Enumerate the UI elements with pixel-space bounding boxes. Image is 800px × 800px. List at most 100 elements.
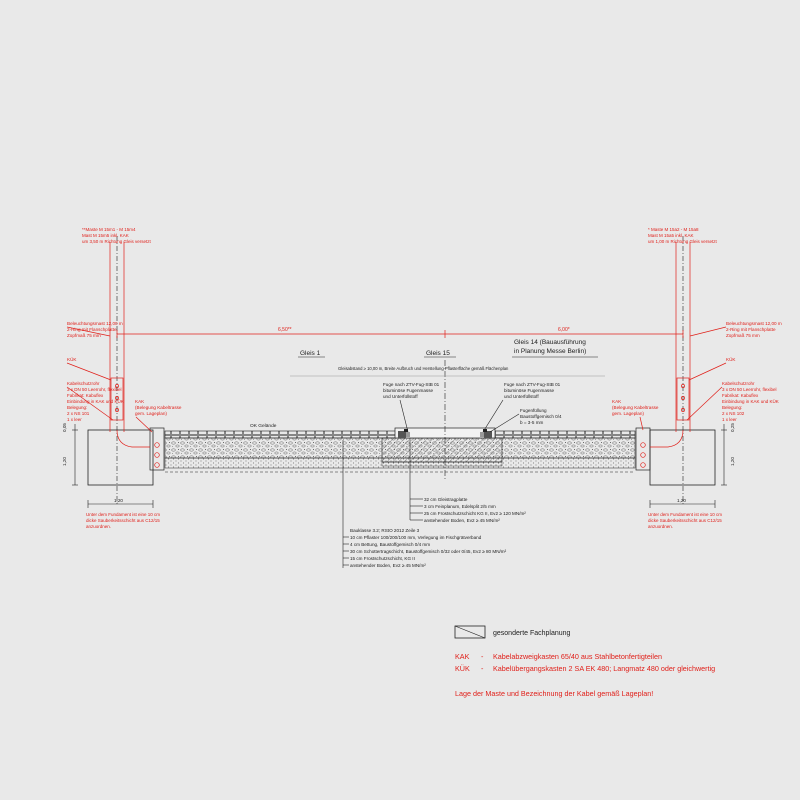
ground-section [164,360,636,480]
label-gleis-14-line-1: Gleis 14 (Bauausführung [514,339,586,346]
label-gleis-15: Gleis 15 [426,350,450,357]
left-note-line-2: Mast M 15m5 inkl. KAK [82,233,129,238]
build-line-1: Bauklasse 3.2; RStO 2012 Zeile 3 [350,528,420,533]
legend-dash-1: - [481,652,484,661]
right-conduit-line-5: Belegung: [722,405,742,410]
dimensions: 6,50** 6,00* 0,05 1,20 1,20 0,25 1,20 1,… [62,327,735,508]
joint-left-line-2: bituminöse Fugenmasse [383,388,433,393]
left-conduit-line-7: 1 x leer [67,417,82,422]
left-kuk-label: KÜK [67,356,77,362]
left-conduit-line-3: Fabrikat: Kabuflex [67,393,104,398]
right-conduit-line-6: 2 x NS 102 [722,411,745,416]
legend-note: Lage der Maste und Bezeichnung der Kabel… [455,689,653,698]
track-labels: Gleis 1 Gleis 15 Gleis 14 (Bauausführung… [290,339,605,377]
slab-line-1: 32 cm Gleistragplatte [424,497,468,502]
fill-line-3: b = 3-5 mm [520,420,544,425]
joint-right-line-1: Fuge nach ZTV-Fug-StB 01 [504,382,561,387]
slab-line-4: anstehender Boden, Ev2 ≥ 45 MN/m² [424,518,500,523]
right-kak-line-1: KAK [612,399,622,404]
left-conduit-line-4: Einbindung in KAK und KÜK [67,398,124,404]
right-dim-120-h: 1,20 [677,498,686,503]
left-mast-annotations: **Maste M 15m1 - M 15m4 Mast M 15m5 inkl… [66,227,182,529]
legend-kuk-abbr: KÜK [455,664,470,673]
left-conduit-line-6: 2 x NS 101 [67,411,90,416]
joint-right-line-3: und Unterfüllstoff [504,394,539,399]
left-conduit [116,429,150,448]
right-note-line-1: * Maste M 15a2 - M 15a8 [648,227,699,232]
left-light-line-2: 2-Ring mit Flanschplatte [67,327,117,332]
right-conduit-line-1: Kabelschutzrohr [722,381,755,386]
label-gleis-14-line-2: in Planung Messe Berlin) [514,348,586,355]
build-line-6: anstehender Boden, Ev2 ≥ 45 MN/m² [350,563,426,568]
left-conduit-line-2: 3 x DN 50 Leerrohr, flexibel [67,387,122,392]
left-conduit-line-5: Belegung: [67,405,87,410]
right-mast-annotations: * Maste M 15a2 - M 15a8 Mast M 15a5 inkl… [612,227,782,529]
left-foundation-line-2: dicke Sauberkeitsschicht aus C12/15 [86,518,160,523]
left-dim-120-v: 1,20 [62,457,67,466]
ok-gelaende-label: OK Gelände [250,423,277,429]
left-light-line-3: Zopfmaß 75 mm [67,333,101,338]
rail-right [484,431,492,438]
left-light-line-1: Beleuchtungsmast 12,00 m [67,321,123,326]
right-kuk-label: KÜK [726,356,736,362]
dim-right: 6,00* [558,327,570,333]
left-dim-005: 0,05 [62,423,67,432]
legend-dash-2: - [481,664,484,673]
build-line-5: 15 cm Frostschutzschicht, KG II [350,556,415,561]
left-note-line-1: **Maste M 15m1 - M 15m4 [82,227,136,232]
legend: gesonderte Fachplanung KAK - Kabelabzwei… [454,625,715,698]
build-line-4: 30 cm Schottertragschicht, Baustoffgemis… [350,549,507,554]
dim-left: 6,50** [278,327,292,333]
section-annotations: OK Gelände Fuge nach ZTV-Fug-StB 01 bitu… [250,382,562,568]
legend-kak-text: Kabelabzweigkasten 65/40 aus Stahlbetonf… [493,652,662,661]
right-conduit-line-2: 3 x DN 50 Leerrohr, flexibel [722,387,777,392]
right-note-line-3: um 1,00 m Richtung Gleis versetzt [648,239,718,244]
right-foundation-line-2: dicke Sauberkeitsschicht aus C12/15 [648,518,722,523]
right-kak-line-3: gem. Lageplan) [612,411,644,416]
right-note-line-2: Mast M 15a5 inkl. KAK [648,233,694,238]
build-line-2: 10 cm Pflaster 100/200/100 mm, Verlegung… [350,535,482,540]
right-foundation-line-3: anzuordnen. [648,524,673,529]
left-foundation-line-3: anzuordnen. [86,524,111,529]
build-line-3: 4 cm Bettung, Baustoffgemisch 0/4 mm [350,542,430,547]
left-kak-line-3: gem. Lageplan) [135,411,167,416]
right-conduit-line-4: Einbindung in KAK und KÜK [722,398,779,404]
joint-left-line-1: Fuge nach ZTV-Fug-StB 01 [383,382,440,387]
slab-line-3: 25 cm Frostschutzschicht KG II, Ev2 ≥ 12… [424,511,526,516]
right-conduit [650,429,684,448]
right-foundation [635,236,716,505]
right-kuk-box [676,377,690,421]
left-foundation-line-1: Unter dem Fundament ist eine 10 cm [86,512,160,517]
right-light-line-1: Beleuchtungsmast 12,00 m [726,321,782,326]
left-foundation-block [87,429,154,486]
left-note-line-3: um 3,50 m Richtung Gleis versetzt [82,239,152,244]
left-kak-line-2: (Belegung Kabeltrasse [135,405,182,410]
right-foundation-block [649,429,716,486]
label-gleis-1: Gleis 1 [300,350,321,357]
right-conduit-line-7: 1 x leer [722,417,737,422]
right-foundation-line-1: Unter dem Fundament ist eine 10 cm [648,512,722,517]
right-kak-box [635,427,651,471]
legend-hatch-swatch [454,625,486,639]
left-foundation [87,236,165,505]
joint-left-line-3: und Unterfüllstoff [383,394,418,399]
slab-line-2: 3 cm Feinplanum, Edelsplit 2/5 mm [424,504,496,509]
track-note: Gleisabstand ≥ 10,00 m, Breite Aufbruch … [338,366,509,371]
right-dim-120-v: 1,20 [730,457,735,466]
right-light-line-2: 2-Ring mit Flanschplatte [726,327,776,332]
right-kak-line-2: (Belegung Kabeltrasse [612,405,659,410]
legend-kak-abbr: KAK [455,652,470,661]
legend-hatch-label: gesonderte Fachplanung [493,630,571,637]
fill-line-2: Baustoffgemisch 0/4 [520,414,562,419]
rail-left [398,431,406,438]
right-light-line-3: Zopfmaß 75 mm [726,333,760,338]
left-dim-120-h: 1,20 [114,498,123,503]
left-kak-box [149,427,165,471]
left-kuk-box [110,377,124,421]
track-slab [381,437,503,463]
left-conduit-line-1: Kabelschutzrohr [67,381,100,386]
left-kak-line-1: KAK [135,399,145,404]
legend-kuk-text: Kabelübergangskasten 2 SA EK 480; Langma… [493,664,715,673]
fill-line-1: Fugenfüllung [520,408,547,413]
